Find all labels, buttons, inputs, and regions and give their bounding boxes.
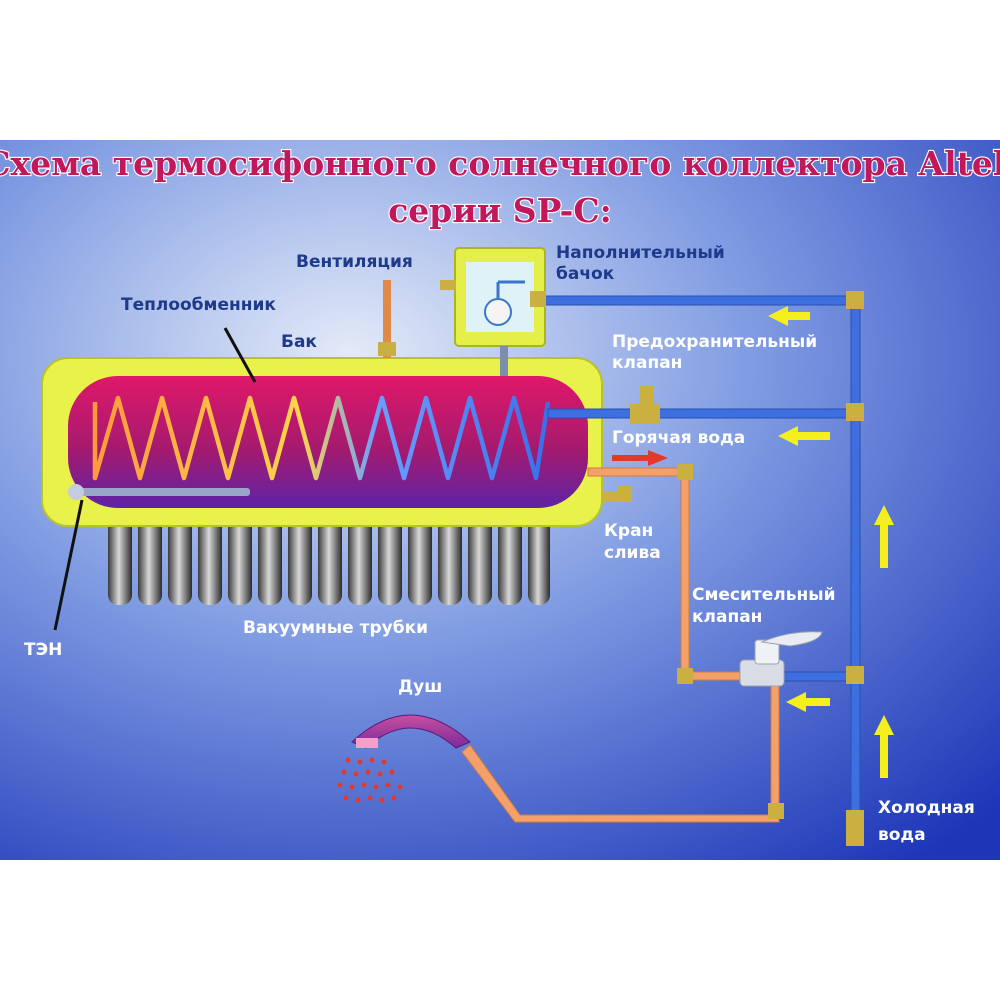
filling-tank-inlet: [440, 280, 456, 290]
float-valve-icon: [484, 298, 512, 326]
filling-tank-down-pipe: [500, 346, 508, 376]
label-heat-exchanger: Теплообменник: [121, 295, 276, 315]
diagram-title-line2: серии SP-C:: [388, 191, 612, 230]
arrow-up-2: [874, 715, 894, 778]
label-cold-water-2: вода: [878, 825, 926, 845]
mixing-valve-icon: [739, 631, 823, 687]
label-shower: Душ: [398, 677, 442, 697]
label-vacuum-tubes: Вакуумные трубки: [243, 618, 428, 638]
label-heater: ТЭН: [24, 640, 62, 660]
heater-leader: [53, 499, 84, 631]
shower-spray: [337, 757, 403, 803]
label-tank: Бак: [281, 332, 317, 352]
safety-valve-icon: [630, 386, 660, 424]
label-mixing-valve-1: Смесительный: [692, 585, 836, 605]
label-drain-tap-2: слива: [604, 543, 661, 563]
ventilation-fitting: [378, 342, 396, 356]
label-filling-tank-1: Наполнительный: [556, 243, 725, 263]
drain-tap-icon: [602, 486, 632, 502]
pipe-fittings: [530, 291, 864, 846]
arrow-left-hot: [778, 426, 830, 446]
heat-exchanger-leader: [223, 327, 257, 383]
label-drain-tap-1: Кран: [604, 521, 653, 541]
arrow-up-1: [874, 505, 894, 568]
label-mixing-valve-2: клапан: [692, 607, 762, 627]
arrow-left-mixer: [786, 692, 830, 712]
ventilation-pipe: [383, 280, 391, 358]
label-cold-water-1: Холодная: [878, 798, 975, 818]
heater-element: [70, 488, 250, 496]
label-safety-valve-2: клапан: [612, 353, 682, 373]
flow-arrows: [768, 306, 894, 778]
heater-cap: [68, 484, 84, 500]
label-filling-tank-2: бачок: [556, 264, 615, 284]
arrow-hot-out: [612, 450, 668, 466]
label-ventilation: Вентиляция: [296, 252, 413, 272]
shower-head-icon: [351, 714, 471, 749]
diagram-title-line1: Схема термосифонного солнечного коллекто…: [0, 144, 1000, 183]
arrow-left-top: [768, 306, 810, 326]
label-hot-water: Горячая вода: [612, 428, 745, 448]
label-safety-valve-1: Предохранительный: [612, 332, 817, 352]
